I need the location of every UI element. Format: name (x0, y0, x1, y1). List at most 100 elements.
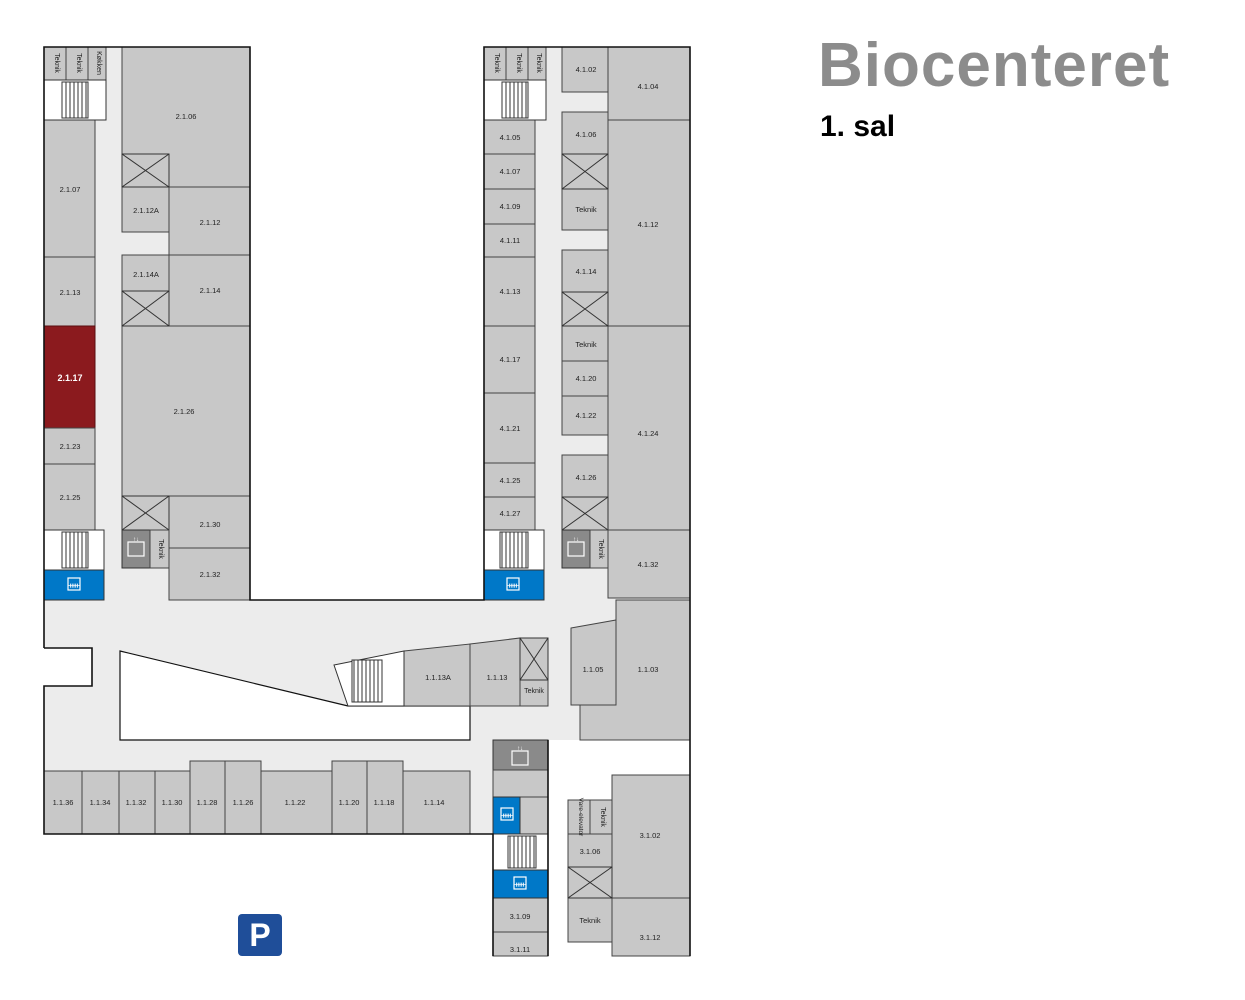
toilet-icon: ᚔ (492, 796, 521, 835)
teknik-label: Teknik (157, 539, 164, 559)
building-outline (43, 46, 691, 956)
courtyard (119, 650, 471, 741)
room-label: 4.1.26 (576, 473, 597, 482)
room-label: 4.1.27 (500, 509, 521, 518)
room-label: 2.1.14 (200, 286, 221, 295)
page-title: Biocenteret (818, 31, 1171, 100)
stairs-icon (492, 833, 549, 871)
room-label: 4.1.02 (576, 65, 597, 74)
shaft-x-icon (519, 637, 549, 681)
room-label: 3.1.12 (640, 933, 661, 942)
svg-text:↑↓: ↑↓ (133, 537, 139, 543)
teknik-label: Teknik (75, 53, 82, 73)
teknik-label: Teknik (575, 340, 597, 349)
svg-text:ᚔ: ᚔ (68, 581, 81, 590)
teknik-label: Teknik (53, 53, 60, 73)
kokken-label: Køkken (95, 51, 102, 75)
room-label: 4.1.11 (500, 236, 520, 245)
room-label: 2.1.07 (60, 185, 81, 194)
svg-text:↑↓: ↑↓ (517, 746, 523, 752)
room-label: 4.1.32 (638, 560, 659, 569)
shaft-x-icon (121, 290, 170, 327)
room-label: 2.1.23 (60, 442, 81, 451)
room-label: 4.1.17 (500, 355, 521, 364)
room-label: 1.1.32 (126, 798, 147, 807)
stairs-icon (43, 79, 107, 121)
room-label: 1.1.34 (90, 798, 111, 807)
room-label: 2.1.12 (200, 218, 221, 227)
room-labels: 2.1.06 2.1.07 2.1.12A 2.1.12 2.1.13 2.1.… (53, 51, 661, 954)
svg-text:↑↓: ↑↓ (573, 537, 579, 543)
room-label: 3.1.11 (510, 945, 530, 954)
teknik-label: Teknik (579, 916, 601, 925)
room-label: 1.1.22 (285, 798, 306, 807)
shaft-x-icon (561, 291, 609, 327)
room-label: 4.1.12 (638, 220, 659, 229)
room-label: 2.1.30 (200, 520, 221, 529)
stairs-icon (333, 650, 405, 707)
room-label-highlighted: 2.1.17 (57, 373, 82, 383)
svg-text:ᚔ: ᚔ (507, 581, 520, 590)
room-label: 3.1.02 (640, 831, 661, 840)
room-label: 4.1.07 (500, 167, 521, 176)
toilet-icon: ᚔ (483, 569, 545, 601)
teknik-label: Teknik (535, 53, 542, 73)
room-label: 2.1.06 (176, 112, 197, 121)
toilet-icon: ᚔ (492, 869, 549, 899)
small-teknik-rooms (149, 529, 609, 569)
room-label: 4.1.25 (500, 476, 521, 485)
shaft-x-icon (121, 153, 170, 188)
teknik-label: Teknik (599, 807, 606, 827)
stairs-icon (483, 79, 547, 121)
room-label: 3.1.09 (510, 912, 531, 921)
room-label: 4.1.20 (576, 374, 597, 383)
stairs-icon (483, 529, 545, 571)
room-label: 3.1.06 (580, 847, 601, 856)
room-label: 1.1.18 (374, 798, 395, 807)
teknik-label: Teknik (597, 539, 604, 559)
room-label: 1.1.05 (583, 665, 604, 674)
teknik-label: Teknik (575, 205, 597, 214)
elevator-shafts (121, 153, 613, 899)
room-label: 1.1.03 (638, 665, 659, 674)
room-label: 4.1.13 (500, 287, 521, 296)
room-label: 2.1.14A (133, 270, 159, 279)
room-label: 4.1.14 (576, 267, 597, 276)
shaft-x-icon (561, 153, 609, 190)
room-label: 4.1.22 (576, 411, 597, 420)
room-label: 2.1.26 (174, 407, 195, 416)
room-label: 2.1.25 (60, 493, 81, 502)
svg-text:ᚔ: ᚔ (501, 811, 514, 820)
room-label: 1.1.14 (424, 798, 445, 807)
svg-text:ᚔ: ᚔ (514, 880, 527, 889)
room-label: 4.1.06 (576, 130, 597, 139)
room-label: 2.1.32 (200, 570, 221, 579)
room-label: 1.1.13 (487, 673, 508, 682)
elevator-icon: ↑↓ (121, 529, 151, 569)
teknik-label: Teknik (493, 53, 500, 73)
teknik-label: Teknik (524, 688, 544, 695)
parking-sign-icon[interactable]: P (238, 914, 282, 956)
room-label: 1.1.36 (53, 798, 74, 807)
shaft-x-icon (567, 866, 613, 899)
room-label: 4.1.05 (500, 133, 521, 142)
room-label: 1.1.30 (162, 798, 183, 807)
room-label: 4.1.09 (500, 202, 521, 211)
vareelevator-label: Vare-elevator (577, 798, 584, 837)
toilet-icon: ᚔ (43, 569, 105, 601)
room-label: 4.1.21 (500, 424, 521, 433)
teknik-label: Teknik (515, 53, 522, 73)
stairs-icon (43, 529, 105, 571)
room-label: 4.1.04 (638, 82, 659, 91)
room-label: 2.1.13 (60, 288, 81, 297)
room-label: 1.1.13A (425, 673, 451, 682)
rooms (43, 46, 691, 957)
room-label: 1.1.20 (339, 798, 360, 807)
elevator-icon: ↑↓ (561, 529, 591, 569)
elevator-icon: ↑↓ (492, 739, 549, 771)
room-label: 1.1.28 (197, 798, 218, 807)
room-label: 4.1.24 (638, 429, 659, 438)
shaft-x-icon (561, 496, 609, 531)
room-label: 1.1.26 (233, 798, 254, 807)
